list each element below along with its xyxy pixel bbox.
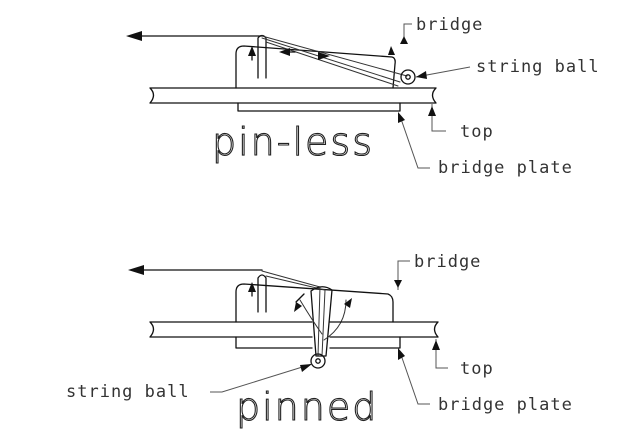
pinned-caption: pinned	[236, 385, 378, 429]
pinless-dim-arrowhead	[279, 48, 290, 56]
pinned-dim-arrow	[295, 293, 305, 303]
pinned-string-ball-label: string ball	[66, 382, 190, 402]
pinned-ball-leader	[210, 363, 313, 393]
pinless-saddle	[257, 34, 267, 79]
pinned-bridge-plate	[235, 336, 401, 349]
pinless-plate-leader	[399, 115, 430, 169]
pinned-dim-arrowhead	[344, 298, 352, 308]
pinless-string-ball-center	[405, 74, 411, 80]
pinless-string-path	[261, 35, 408, 87]
pinned-top-arrow	[432, 340, 440, 350]
pinless-string-ball	[400, 69, 416, 85]
pinned-bridge-arrow	[394, 280, 402, 288]
pinless-bridge-arrow	[400, 36, 408, 44]
pinless-caption: pin-less	[212, 120, 374, 164]
pinned-ball-arrow	[300, 364, 312, 372]
pinless-bridge	[235, 45, 396, 89]
pinned-dim-arrowhead	[294, 302, 302, 312]
pinless-bridge-plate-label: bridge plate	[438, 158, 573, 178]
pinned-string-arrow	[128, 265, 144, 275]
pinned-string-ball	[310, 353, 326, 369]
pinless-ball-arrow	[416, 71, 427, 79]
pinned-saddle	[257, 274, 267, 313]
pinless-string-arrow	[126, 31, 142, 41]
pinned-bridge-plate-label: bridge plate	[438, 395, 573, 415]
pinless-string-ball-label: string ball	[476, 57, 600, 77]
pinned-bridge	[235, 283, 394, 323]
pinless-top	[149, 87, 437, 104]
pinned-plate-leader	[399, 351, 430, 405]
pinless-top-leader	[431, 104, 446, 132]
pinless-plate-arrow	[398, 112, 405, 123]
pinless-bridge-arrow	[388, 46, 395, 55]
pinless-dim-arrowhead	[248, 46, 256, 56]
pinned-diagram: bridge string ball top bridge plate pinn…	[66, 252, 573, 430]
pinned-top-leader	[435, 339, 448, 369]
pinned-bridge-label: bridge	[414, 252, 481, 272]
pinned-dim-arrowhead	[248, 282, 256, 292]
pinned-string-ball-center	[315, 358, 321, 364]
pinless-dim-arrowhead	[318, 52, 330, 60]
pinned-bridge-pin	[310, 286, 333, 357]
pinned-plate-arrow	[398, 348, 405, 360]
pinned-top	[149, 321, 439, 338]
pinless-bridge-label: bridge	[416, 15, 483, 35]
pinless-bridge-plate	[237, 102, 401, 112]
pinless-top-label: top	[460, 122, 494, 142]
pinned-top-label: top	[460, 359, 494, 379]
pinned-bridge-leader	[397, 260, 410, 290]
pinless-diagram: bridge string ball top bridge plate pin-…	[126, 15, 600, 178]
pinless-top-arrow	[428, 106, 436, 116]
